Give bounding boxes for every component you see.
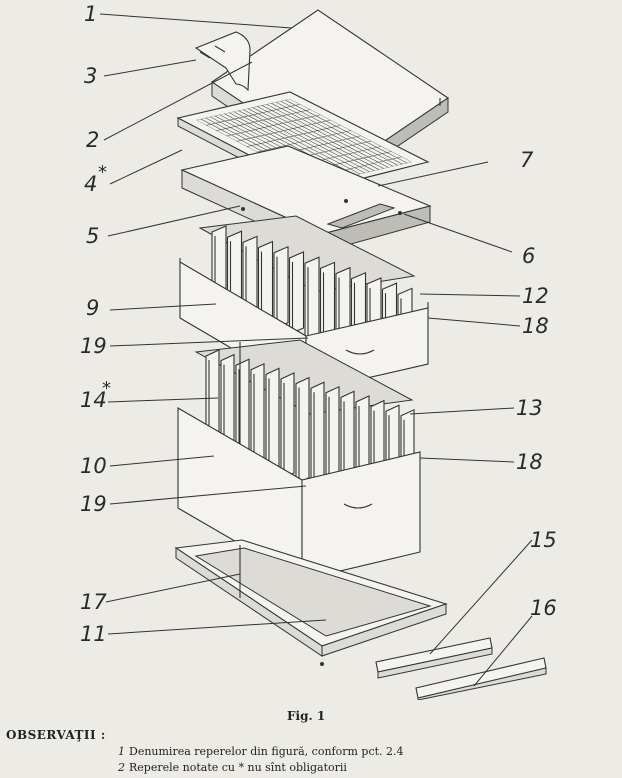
leader-lines	[99, 13, 533, 687]
label-16: 16	[530, 596, 557, 620]
label-1: 1	[84, 2, 98, 26]
label-14-star: *	[102, 378, 111, 399]
note-number: 2	[118, 761, 125, 774]
label-5: 5	[86, 224, 100, 248]
part-super-lower	[177, 339, 421, 581]
label-4: 4	[84, 172, 98, 196]
note-number: 1	[118, 745, 125, 758]
figure-caption: Fig. 1	[287, 709, 326, 723]
label-12: 12	[522, 284, 549, 308]
label-17: 17	[80, 590, 107, 614]
label-18-upper: 18	[522, 314, 549, 338]
label-19-upper: 19	[80, 334, 107, 358]
label-2: 2	[86, 128, 100, 152]
part-super-upper	[179, 215, 429, 393]
label-3: 3	[84, 64, 98, 88]
label-19-lower: 19	[80, 492, 107, 516]
label-15: 15	[530, 528, 557, 552]
part-feeder	[194, 31, 251, 92]
note-item: 2 Reperele notate cu * nu sînt obligatori…	[118, 761, 347, 774]
note-text: Denumirea reperelor din figură, conform …	[129, 745, 404, 758]
part-reducer-15	[375, 637, 493, 679]
label-7: 7	[520, 148, 534, 172]
label-4-star: *	[98, 162, 107, 183]
notes-title: OBSERVAŢII :	[6, 728, 106, 742]
part-bottom-board	[174, 539, 448, 666]
exploded-hive-drawing	[99, 9, 547, 700]
label-11: 11	[80, 622, 107, 646]
note-item: 1 Denumirea reperelor din figură, conform…	[118, 745, 404, 758]
label-18-lower: 18	[516, 450, 543, 474]
label-9: 9	[86, 296, 100, 320]
label-6: 6	[522, 244, 536, 268]
label-14: 14	[80, 388, 107, 412]
label-13: 13	[516, 396, 543, 420]
note-text: Reperele notate cu * nu sînt obligatorii	[129, 761, 347, 774]
label-10: 10	[80, 454, 107, 478]
